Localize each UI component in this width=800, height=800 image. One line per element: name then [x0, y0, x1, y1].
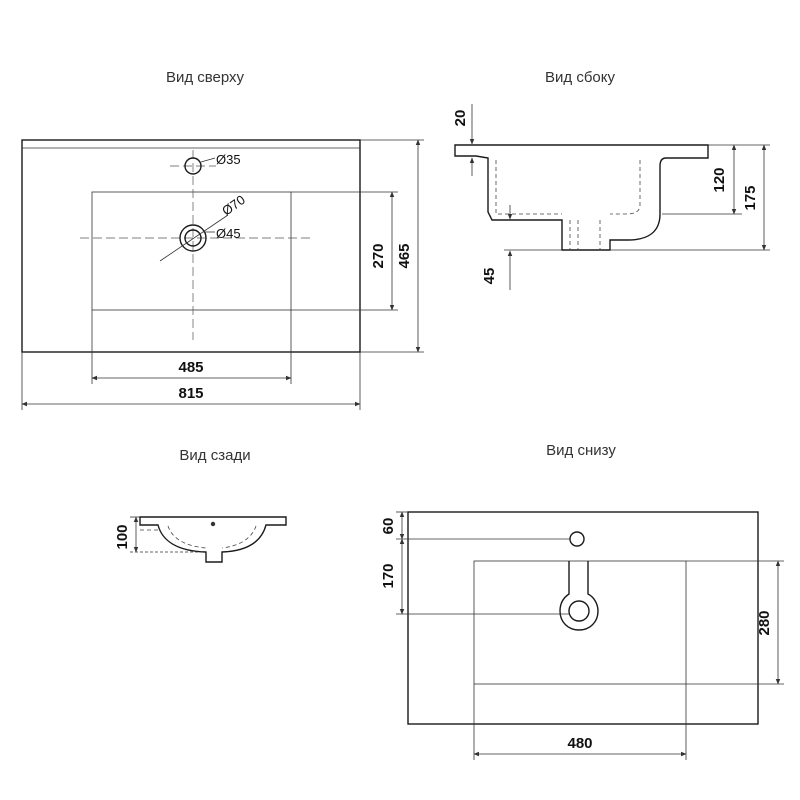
back-height-dimension	[130, 516, 206, 553]
side-bowl-depth-label: 120	[711, 167, 728, 192]
bottom-tap-offset-dimension	[396, 511, 570, 540]
top-basin-depth-dimension	[291, 191, 398, 311]
top-total-depth-dimension	[360, 139, 424, 353]
bottom-basin-depth-label: 280	[756, 610, 773, 635]
side-drain-offset-label: 45	[481, 268, 498, 285]
back-view-title: Вид сзади	[179, 447, 250, 464]
top-view-centerlines	[80, 150, 310, 340]
bottom-tap-offset-label: 60	[380, 518, 397, 535]
top-total-depth-label: 465	[396, 243, 413, 268]
drain-hole	[159, 214, 229, 262]
side-total-height-dimension	[610, 144, 770, 251]
tap-hole	[184, 157, 216, 175]
side-total-height-label: 175	[742, 185, 759, 210]
side-view-profile	[454, 144, 709, 251]
top-basin-width-label: 485	[178, 359, 203, 376]
bottom-basin-depth-dimension	[686, 560, 784, 685]
back-height-label: 100	[114, 524, 131, 549]
back-view: Вид сзади 100	[114, 447, 287, 563]
top-view-title: Вид сверху	[166, 69, 245, 86]
bottom-view-outline	[407, 511, 759, 725]
bottom-basin-width-dimension	[473, 684, 687, 760]
drain-inner-diameter-label: Ø45	[216, 226, 241, 241]
top-basin-width-dimension	[91, 352, 292, 384]
top-view: Вид сверху Ø35 Ø70 Ø45	[21, 69, 424, 410]
bottom-drain-offset-dimension	[396, 538, 569, 615]
top-total-width-dimension	[21, 352, 361, 410]
side-view: Вид сбоку 20 120 175	[452, 69, 770, 290]
bottom-drain-offset-label: 170	[380, 563, 397, 588]
top-view-outline	[21, 139, 361, 353]
top-basin-depth-label: 270	[370, 243, 387, 268]
top-total-width-label: 815	[178, 385, 203, 402]
bottom-basin-width-label: 480	[567, 735, 592, 752]
tap-hole-diameter-label: Ø35	[216, 152, 241, 167]
drain-outer-diameter-label: Ø70	[219, 192, 248, 218]
side-rim-label: 20	[452, 110, 469, 127]
bottom-view: Вид снизу 60 170 280	[380, 442, 784, 760]
side-drain-offset-dimension	[504, 205, 562, 290]
bottom-view-title: Вид снизу	[546, 442, 616, 459]
back-view-profile	[139, 516, 287, 563]
side-bowl-depth-dimension	[662, 144, 742, 215]
bottom-drain-channel	[559, 531, 599, 631]
side-view-title: Вид сбоку	[545, 69, 615, 86]
